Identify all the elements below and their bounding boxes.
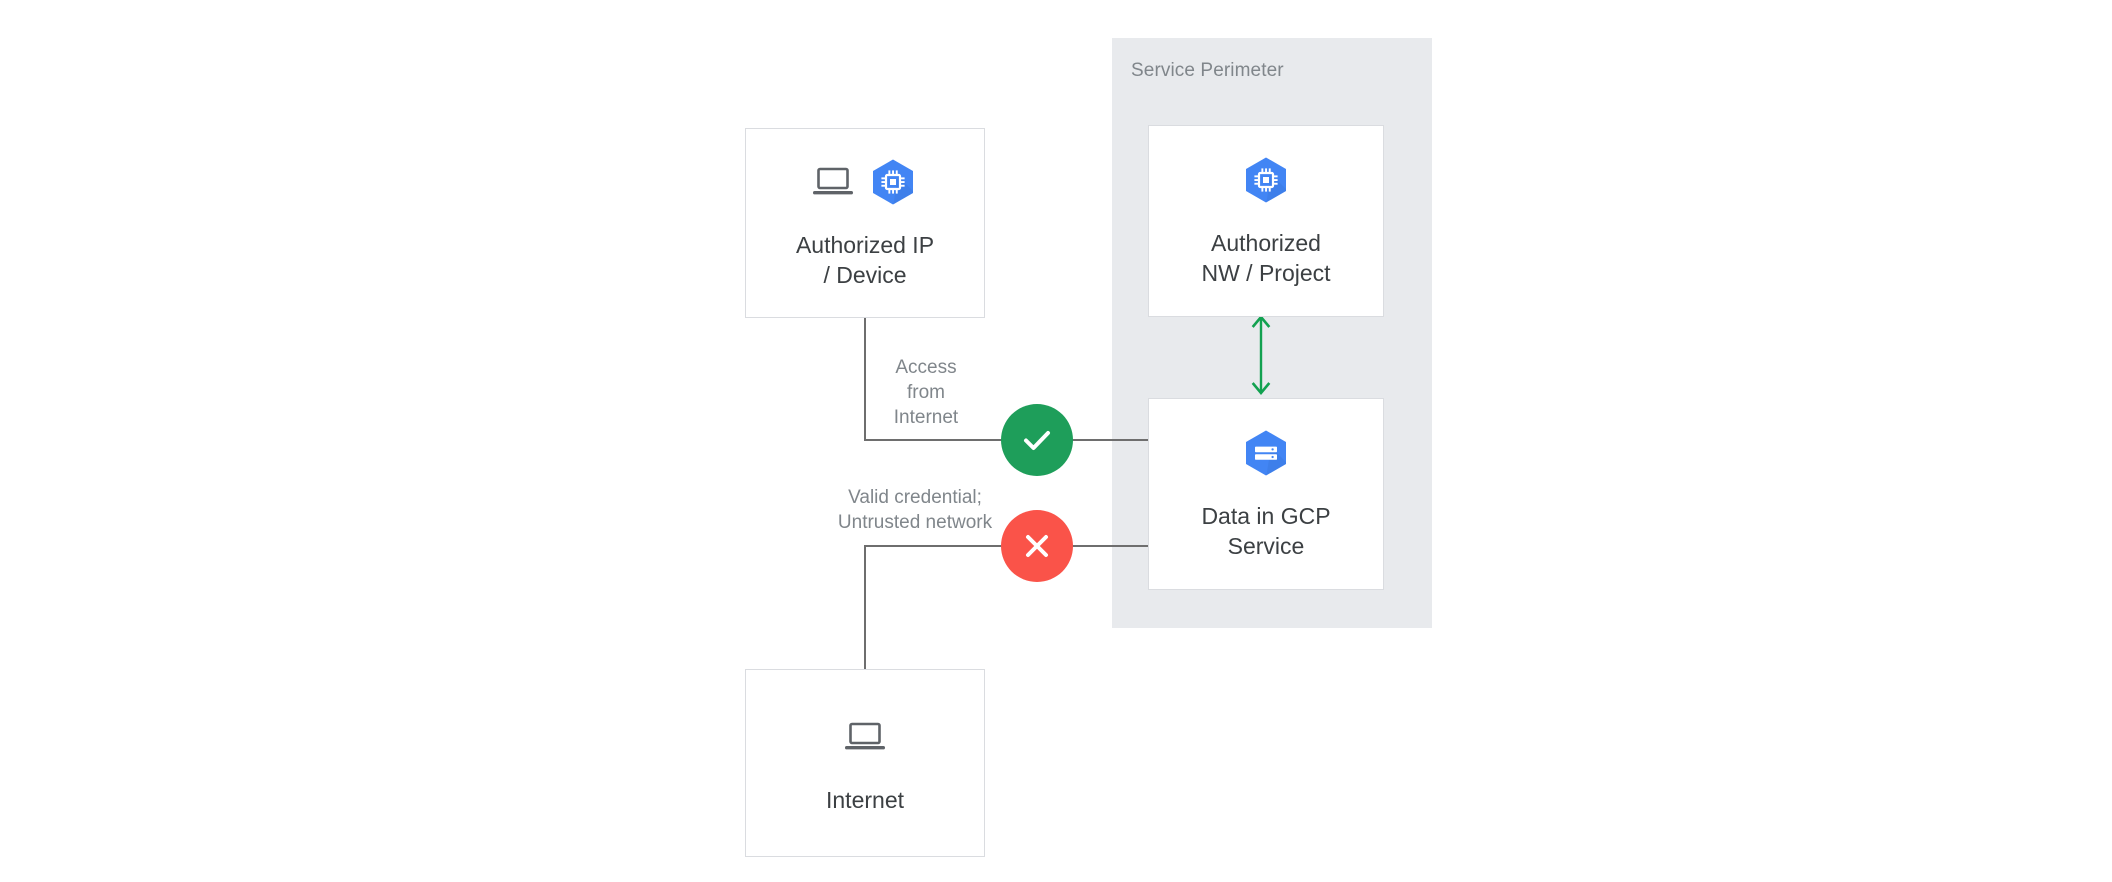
- service-perimeter-label: Service Perimeter: [1131, 60, 1284, 81]
- edge-label-valid-credential-untrusted-network: Valid credential; Untrusted network: [837, 487, 993, 533]
- node-authorized-ip-device[interactable]: Authorized IP / Device: [745, 128, 985, 318]
- double-arrow-vertical-icon: [1248, 313, 1274, 397]
- cpu-hexagon-icon: [1241, 155, 1291, 205]
- edge-allow-horizontal-segment: [864, 439, 1036, 441]
- node-authorized-nw-project[interactable]: Authorized NW / Project: [1148, 125, 1384, 317]
- node-label: Authorized IP / Device: [795, 232, 935, 288]
- database-hexagon-icon: [1241, 428, 1291, 478]
- laptop-icon: [844, 720, 886, 754]
- node-icon-group: [1241, 427, 1291, 479]
- edge-deny-to-data-segment: [1072, 545, 1150, 547]
- node-internet[interactable]: Internet: [745, 669, 985, 857]
- edge-deny-horizontal-segment: [864, 545, 1036, 547]
- node-label: Authorized NW / Project: [1201, 230, 1331, 286]
- status-badge-allowed[interactable]: [1001, 404, 1073, 476]
- node-data-in-gcp-service[interactable]: Data in GCP Service: [1148, 398, 1384, 590]
- edge-allow-vertical-segment: [864, 318, 866, 441]
- node-icon-group: [1241, 154, 1291, 206]
- status-badge-denied[interactable]: [1001, 510, 1073, 582]
- node-label: Internet: [826, 787, 904, 813]
- edge-label-access-from-internet: Access from Internet: [893, 357, 959, 428]
- edge-deny-vertical-segment: [864, 545, 866, 670]
- cpu-hexagon-icon: [868, 157, 918, 207]
- node-label: Data in GCP Service: [1201, 503, 1331, 559]
- laptop-icon: [812, 165, 854, 199]
- node-icon-group: [844, 711, 886, 763]
- node-icon-group: [812, 156, 918, 208]
- check-icon: [1017, 420, 1057, 460]
- edge-allow-to-data-segment: [1072, 439, 1150, 441]
- close-icon: [1019, 528, 1055, 564]
